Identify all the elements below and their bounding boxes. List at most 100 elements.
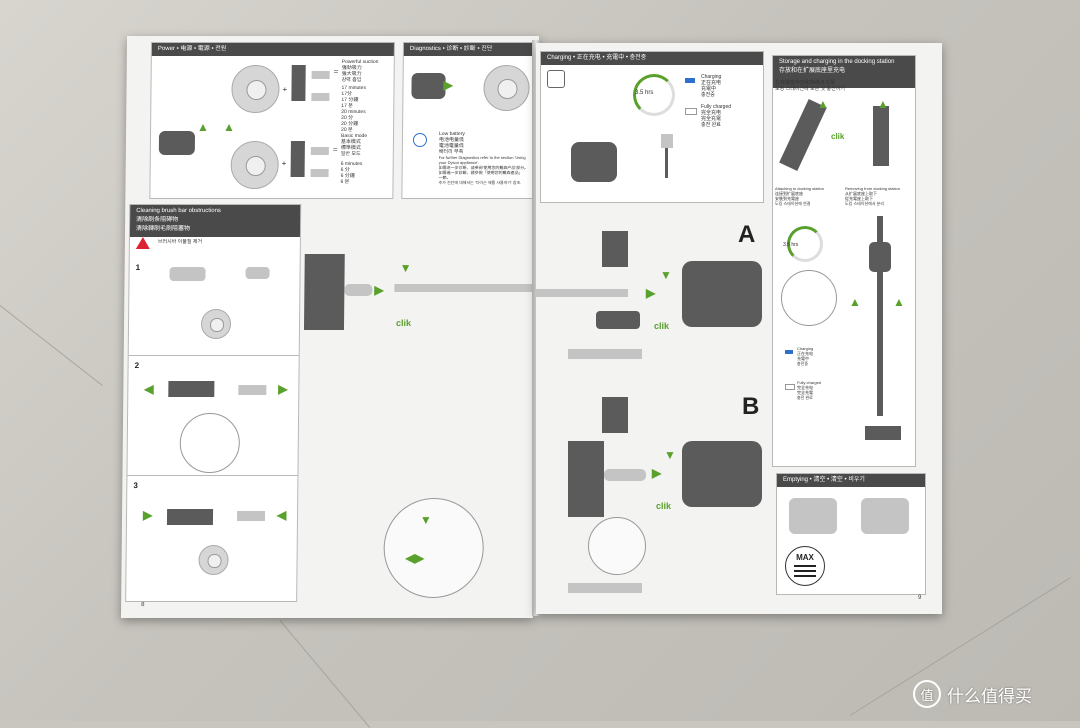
watermark: 值 什么值得买 [913,680,1032,708]
step-divider [128,355,299,356]
manual-right-page: Charging • 正在充电 • 充電中 • 충전중 3.5 hrs Char… [536,43,942,614]
vacuum-motor-icon [290,141,305,177]
runtime-6-text: 6 minutes 6 分 6 分鐘 6 분 [340,161,363,185]
cleaning-header-title: Cleaning brush bar obstructions [136,208,221,214]
green-arrow-icon: ▶ [443,78,453,92]
tool-icon [311,93,330,101]
warning-icon [135,237,150,249]
charging-status-text: Charging 正在充电 充電中 충전중 [701,74,722,98]
brush-bar-icon [168,381,215,397]
clik-label-b: clik [656,501,672,511]
powerful-suction-text: Powerful suction 强劲吸力 強大吸力 강력 흡입 [341,59,379,83]
brush-bar-icon [166,509,214,525]
combination-tool-icon [596,311,640,329]
clik-label-a: clik [654,321,670,331]
max-label: MAX [796,553,814,562]
crevice-tool-flat-icon [568,349,642,359]
bin-empty-icon [789,498,837,534]
floor-head-icon [865,426,901,440]
storage-header-sub3: 도킹 스테이션에 보관 및 충전하기 [775,86,845,92]
coin-lock-icon [200,309,232,339]
green-arrow-icon: ◀ [144,382,154,396]
brush-bar-icon [236,511,266,521]
cleaning-header-sub2: 清除轉刷毛刷阻塞物 [135,226,191,232]
cleaning-header-korean: 브러시바 이물질 제거 [157,239,203,245]
brush-head-icon [169,267,206,281]
green-arrow-icon: ▶ [278,382,288,396]
cyclone-top-view-icon [231,65,280,113]
storage-fully-charged-text: Fully charged 完全充电 完全充電 충전 완료 [797,380,822,400]
wand-tube-icon [394,284,541,292]
blue-light-icon [785,350,793,354]
wand-tube-icon [536,289,628,297]
charger-cable-icon [665,148,668,178]
step-3-number: 3 [133,481,138,490]
max-level-icon: MAX [785,546,825,586]
green-up-arrow-icon: ▲ [817,97,829,111]
vacuum-handheld-icon [158,131,196,155]
charging-icon [547,70,565,88]
tool-detail-circle [588,517,646,575]
tool-icon [311,71,330,79]
green-arrow-icon: ▶ [652,466,662,480]
storage-panel: Storage and charging in the docking stat… [772,55,916,467]
runtime-20-text: 20 minutes 20 分 20 分鐘 20 분 [341,109,366,133]
manual-left-page: Power • 电源 • 電源 • 전원 ▲ ▲ + + = = Powerfu… [120,36,541,618]
storage-header-sub: 存放和在扩展底座里充电 [779,68,846,74]
docked-vacuum-body-icon [869,242,891,272]
storage-header-sub2: 在充電座存放和為機身充電 [775,80,836,86]
green-down-arrow-icon: ▼ [660,268,672,282]
charging-panel: Charging • 正在充电 • 充電中 • 충전중 3.5 hrs Char… [540,51,764,203]
wall-socket-icon [661,134,673,148]
storage-header: Storage and charging in the docking stat… [773,56,915,88]
storage-clik-label: clik [831,132,845,141]
floor-head-neck-icon [344,284,373,296]
cyclone-top-view-icon [230,141,279,189]
label-a: A [738,221,756,248]
charge-timer-dial [787,226,823,262]
green-arrow-icon: ▲ [223,120,236,134]
green-arrow-icon: ▼ [419,513,432,527]
floor-head-icon [303,254,345,330]
clik-label: clik [395,318,412,328]
brush-bar-icon [238,385,267,395]
cyclone-top-view-icon [483,65,530,111]
green-double-arrow-icon: ◀▶ [405,551,425,565]
cleaning-header-sub: 清除刷条阻碍物 [136,217,179,223]
emptying-panel: Emptying • 清空 • 清空 • 비우기 MAX [776,473,926,595]
blue-light-icon [685,78,695,83]
removing-text: Removing from docking station 从扩展底座上取下 從… [845,186,900,206]
step-1-number: 1 [135,263,141,272]
attaching-text: Attaching to docking station 连接到扩展底座 安裝到… [775,186,824,206]
diagnostics-header: Diagnostics • 诊断 • 診斷 • 진단 [403,43,536,56]
detail-circle [781,270,837,326]
runtime-17-text: 17 minutes 17分 17 分鐘 17 분 [341,85,367,109]
plus-sign: + [282,85,288,94]
step-2-number: 2 [134,361,140,370]
white-light-icon [785,384,795,390]
max-line [794,565,816,567]
low-battery-text: Low battery 电池电量低 電池電量低 배터리 부족 [438,131,465,155]
coin-lock-icon [198,545,229,575]
green-down-arrow-icon: ▼ [664,448,676,462]
watermark-text: 什么值得买 [947,686,1032,707]
blue-light-icon [412,133,428,147]
magnified-detail-circle [383,498,485,598]
brush-head-icon [245,267,270,279]
crevice-tool-flat-icon [568,583,642,593]
diagnostics-panel: Diagnostics • 诊断 • 診斷 • 진단 ▶ Low battery… [401,42,537,199]
label-b: B [742,393,760,420]
page-number-left: 8 [141,602,145,608]
crevice-tool-icon [602,397,628,433]
fully-charged-text: Fully charged 完全充电 完全充電 충전 완료 [701,104,732,128]
tool-icon [310,169,329,177]
charging-header: Charging • 正在充电 • 充電中 • 충전중 [541,52,763,65]
green-arrow-icon: ▶ [142,508,153,522]
green-down-arrow-icon: ▼ [399,261,412,275]
equals-sign: = [333,67,339,76]
vacuum-motor-icon [291,65,306,101]
green-up-arrow-icon: ▲ [893,295,905,309]
storage-charging-text: Charging 正在充电 充電中 충전중 [797,346,814,366]
basic-mode-text: Basic mode 基本模式 標準模式 일반 모드 [340,133,368,157]
emptying-header: Emptying • 清空 • 清空 • 비우기 [777,474,925,487]
